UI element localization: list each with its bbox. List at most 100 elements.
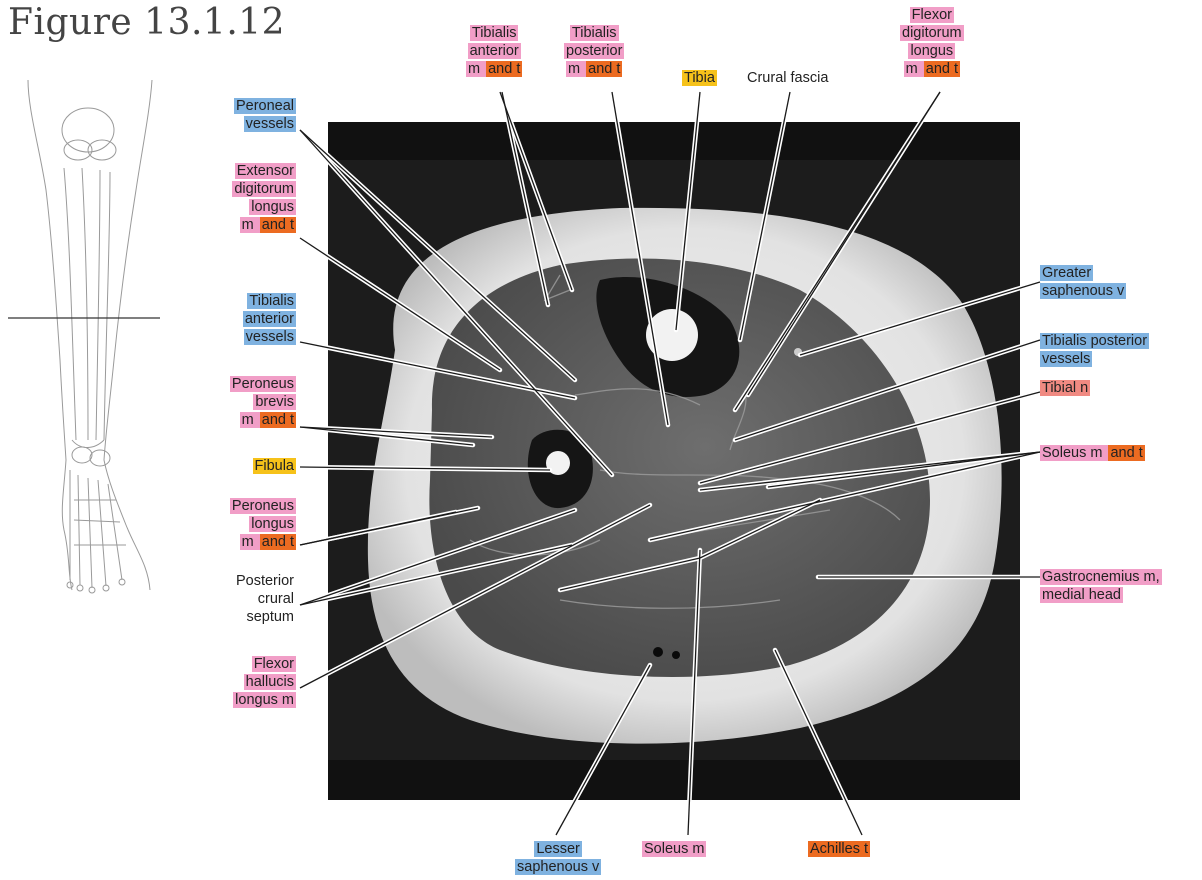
label-line: Soleus m: [642, 840, 707, 858]
label-segment: Posterior: [235, 573, 294, 589]
label-segment: m: [239, 217, 260, 233]
label-line: vessels: [1040, 350, 1149, 368]
label-line: digitorum: [232, 180, 296, 198]
label-segment: Gastrocnemius m,: [1040, 569, 1162, 585]
label-line: Peroneal: [233, 97, 296, 115]
label-segment: Crural fascia: [747, 70, 829, 86]
leader-line: [611, 91, 669, 426]
label-line: m and t: [900, 60, 964, 78]
label-segment: digitorum: [900, 25, 964, 41]
label-peroneus-longus: Peroneus longus m and t: [229, 497, 296, 551]
leader-line: [699, 391, 1041, 484]
label-soleus-m-and-t: Soleus m and t: [1040, 444, 1145, 462]
label-segment: Fibula: [252, 458, 296, 474]
label-line: crural: [234, 590, 296, 608]
label-line: hallucis: [233, 673, 296, 691]
label-segment: m: [239, 534, 260, 550]
label-segment: and t: [923, 61, 960, 77]
leg-line-drawing: [27, 79, 153, 594]
label-segment: m: [466, 61, 487, 77]
label-segment: and t: [1108, 445, 1145, 461]
label-line: Posterior: [234, 572, 296, 590]
label-segment: and t: [259, 412, 296, 428]
label-tibial-n: Tibial n: [1040, 379, 1091, 397]
label-line: Flexor: [233, 655, 296, 673]
leader-line: [299, 426, 493, 438]
label-peroneal-vessels: Peroneal vessels: [233, 97, 296, 133]
leader-line: [299, 129, 576, 381]
leader-line: [774, 649, 863, 836]
label-segment: Tibialis: [569, 25, 619, 41]
leader-line: [299, 509, 576, 606]
leader-line: [299, 504, 651, 689]
leader-line: [699, 499, 821, 559]
label-line: longus: [230, 515, 296, 533]
label-segment: and t: [259, 534, 296, 550]
label-line: Soleus m and t: [1040, 444, 1145, 462]
label-achilles-t: Achilles t: [808, 840, 871, 858]
mri-image: [328, 122, 1020, 800]
label-line: longus: [232, 198, 296, 216]
label-segment: Tibia: [682, 70, 717, 86]
leader-line: [299, 341, 576, 399]
label-segment: anterior: [467, 43, 521, 59]
label-line: Peroneus: [229, 497, 296, 515]
label-line: septum: [234, 608, 296, 626]
label-segment: saphenous v: [515, 859, 602, 875]
label-line: Tibialis posterior: [1040, 332, 1150, 350]
label-segment: Greater: [1040, 265, 1094, 281]
label-line: longus m: [233, 691, 296, 709]
leader-line: [299, 544, 573, 606]
label-line: anterior: [466, 42, 522, 60]
label-segment: Tibial n: [1040, 380, 1091, 396]
label-line: medial head: [1040, 586, 1162, 604]
label-segment: Extensor: [234, 163, 296, 179]
label-line: Achilles t: [808, 840, 871, 858]
figure-title: Figure 13.1.12: [8, 2, 286, 43]
leader-line: [501, 91, 549, 306]
leader-line: [687, 549, 701, 836]
label-segment: and t: [486, 61, 523, 77]
label-segment: Peroneus: [229, 498, 296, 514]
label-segment: longus: [249, 516, 296, 532]
label-line: brevis: [230, 393, 296, 411]
leader-line: [734, 91, 941, 411]
label-segment: Flexor: [909, 7, 954, 23]
label-line: Fibula: [252, 457, 296, 475]
leader-line: [799, 281, 1041, 356]
leader-line: [299, 237, 501, 371]
leader-line: [559, 557, 701, 591]
label-segment: Peroneal: [233, 98, 296, 114]
label-segment: Tibialis: [247, 293, 296, 309]
label-segment: vessels: [243, 116, 296, 132]
label-segment: brevis: [253, 394, 296, 410]
leader-line: [299, 466, 551, 471]
label-segment: medial head: [1040, 587, 1123, 603]
leader-line: [699, 451, 1041, 491]
label-line: Tibialis: [564, 24, 624, 42]
label-segment: Lesser: [534, 841, 582, 857]
leader-line: [499, 91, 573, 291]
label-line: digitorum: [900, 24, 964, 42]
leader-line: [739, 91, 791, 341]
label-segment: m: [566, 61, 587, 77]
label-fibula: Fibula: [252, 457, 296, 475]
label-line: vessels: [234, 115, 296, 133]
leader-line: [299, 426, 474, 446]
leader-line: [299, 511, 457, 546]
label-line: longus: [900, 42, 964, 60]
label-segment: m: [239, 412, 260, 428]
label-tibia: Tibia: [682, 69, 717, 87]
label-segment: longus: [908, 43, 956, 59]
label-segment: saphenous v: [1040, 283, 1127, 299]
leader-line: [649, 451, 1041, 541]
label-line: Crural fascia: [745, 69, 830, 87]
label-line: Tibia: [682, 69, 717, 87]
label-line: Extensor: [232, 162, 296, 180]
label-line: Tibial n: [1040, 379, 1091, 397]
